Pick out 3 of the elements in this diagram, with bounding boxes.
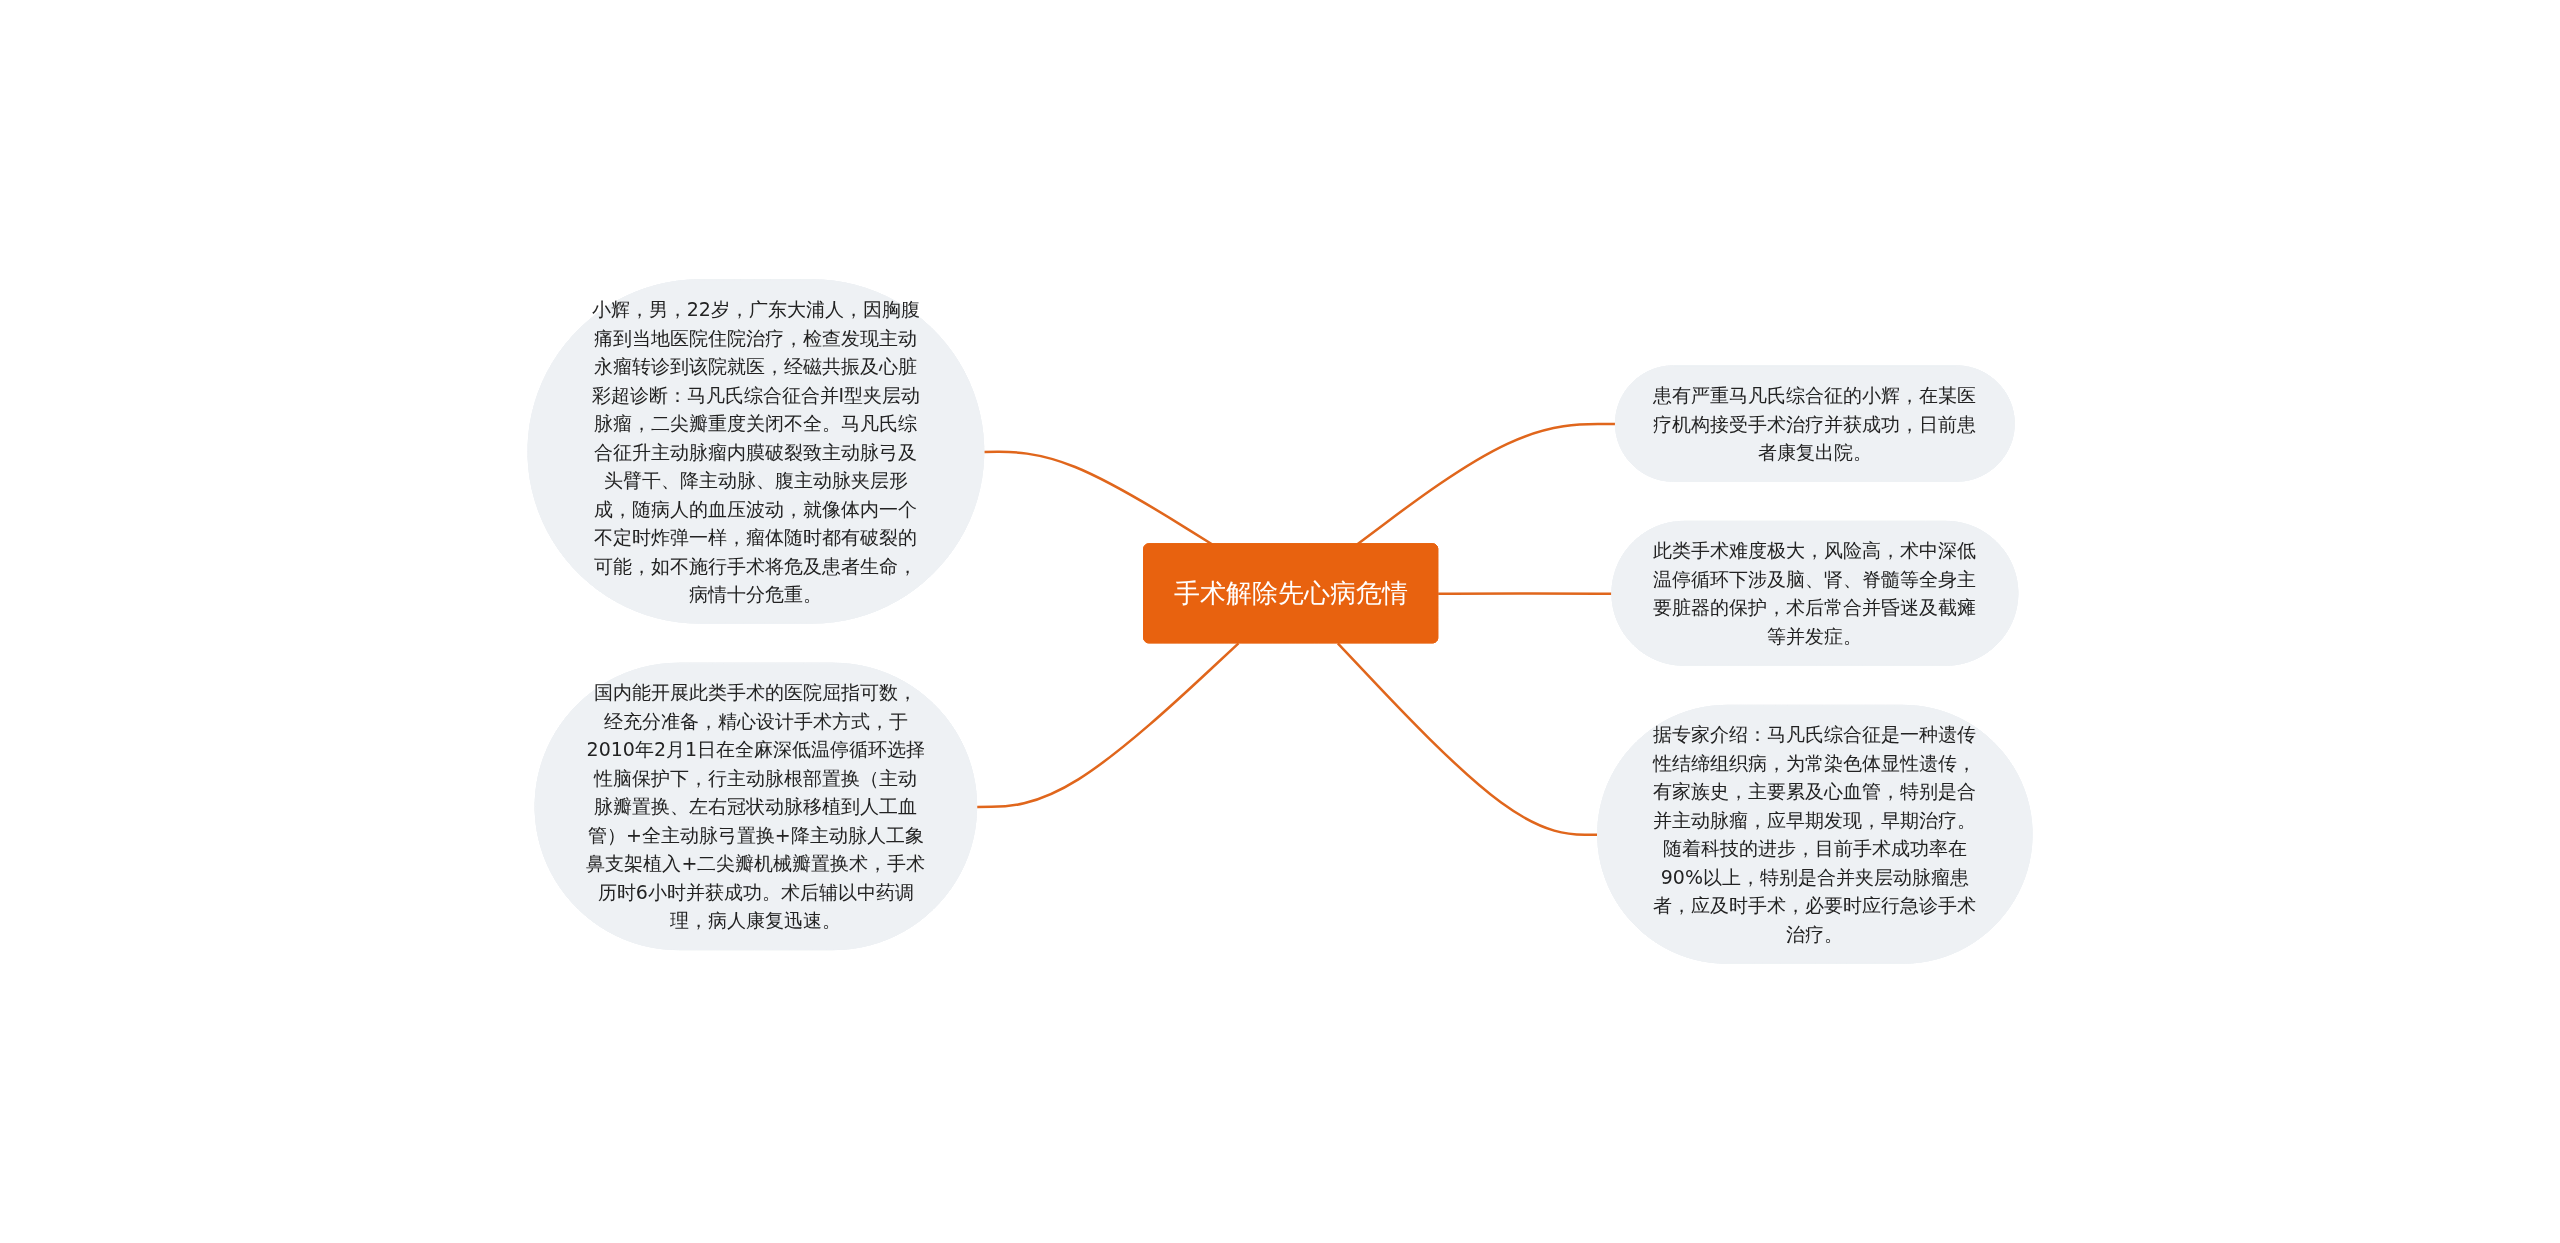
connector xyxy=(1438,592,1613,596)
connector xyxy=(1336,642,1599,837)
connector xyxy=(977,642,1240,809)
